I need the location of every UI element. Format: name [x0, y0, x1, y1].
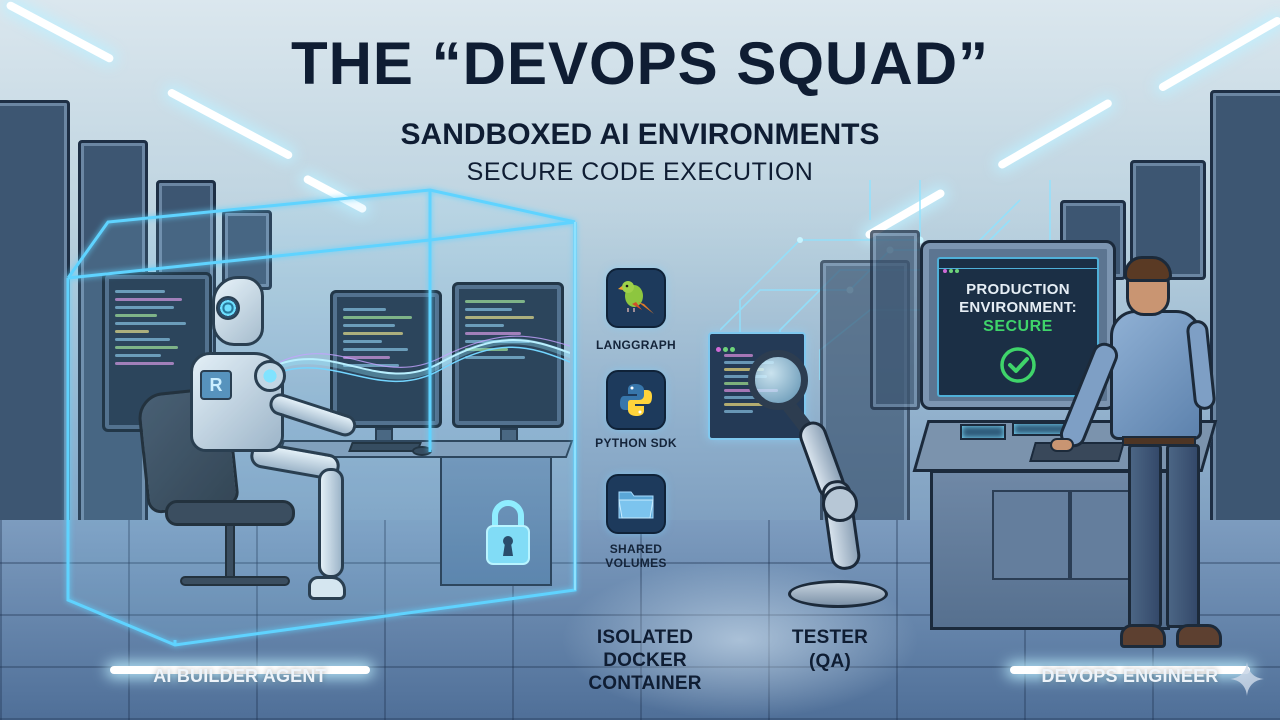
- chair-base: [180, 576, 290, 586]
- engineer-hand: [1050, 438, 1074, 452]
- padlock-icon: [486, 500, 530, 565]
- engineer-hair: [1124, 256, 1172, 282]
- parrot-icon: [606, 268, 666, 328]
- console-door: [992, 490, 1070, 580]
- caption-line: TESTER: [791, 627, 869, 648]
- robot-shoulder: [254, 360, 286, 392]
- tool-label: SHARED: [609, 542, 663, 556]
- caption-line: DOCKER: [603, 650, 687, 671]
- data-stream-icon: [270, 335, 570, 383]
- production-status: SECURE: [983, 318, 1053, 335]
- robot-chest-panel: R: [200, 370, 232, 400]
- folder-icon: [606, 474, 666, 534]
- tool-label: PYTHON SDK: [595, 436, 677, 450]
- subtitle: SANDBOXED AI ENVIRONMENTS: [400, 118, 880, 151]
- caption-isolated-docker-container: ISOLATED DOCKER CONTAINER: [560, 626, 730, 695]
- caption-devops-engineer: DEVOPS ENGINEER: [1010, 666, 1250, 686]
- server-rack: [870, 230, 920, 410]
- tool-label: LANGGRAPH: [595, 338, 677, 352]
- engineer-leg: [1166, 444, 1200, 628]
- check-circle-icon: [1000, 347, 1036, 383]
- tool-python-sdk: PYTHON SDK: [595, 370, 677, 450]
- robot-foot: [308, 576, 346, 600]
- production-label-line1: PRODUCTION: [966, 281, 1070, 298]
- engineer-shoe: [1120, 624, 1166, 648]
- robot-shin: [318, 468, 344, 578]
- sparkle-icon: [1230, 662, 1264, 696]
- caption-ai-builder-agent: AI BUILDER AGENT: [110, 666, 370, 686]
- engineer-leg: [1128, 444, 1162, 628]
- python-logo-icon: [606, 370, 666, 430]
- robotic-arm-base: [788, 580, 888, 608]
- caption-line: (QA): [809, 651, 851, 672]
- tool-label: VOLUMES: [605, 556, 667, 570]
- tagline: SECURE CODE EXECUTION: [466, 158, 814, 186]
- caption-tester-qa: TESTER (QA): [770, 626, 890, 674]
- production-monitor: PRODUCTION ENVIRONMENT: SECURE: [920, 240, 1116, 410]
- robot-ear-sensor: [216, 296, 240, 320]
- caption-line: ISOLATED: [596, 627, 694, 648]
- console-display: [960, 424, 1006, 440]
- tool-langgraph: LANGGRAPH: [596, 268, 676, 352]
- server-rack: [1210, 90, 1280, 570]
- tool-shared-volumes: SHARED VOLUMES: [605, 474, 666, 570]
- code-monitor: [330, 290, 442, 428]
- production-screen: PRODUCTION ENVIRONMENT: SECURE: [937, 257, 1099, 397]
- magnifying-glass-icon: [748, 350, 808, 410]
- caption-line: CONTAINER: [588, 673, 702, 694]
- engineer-shoe: [1176, 624, 1222, 648]
- robotic-arm-joint: [822, 486, 858, 522]
- title-block: THE “DEVOPS SQUAD” SANDBOXED AI ENVIRONM…: [0, 32, 1280, 187]
- production-label-line2: ENVIRONMENT:: [959, 299, 1077, 316]
- main-title: THE “DEVOPS SQUAD”: [290, 30, 990, 97]
- engineer-belt: [1122, 436, 1196, 446]
